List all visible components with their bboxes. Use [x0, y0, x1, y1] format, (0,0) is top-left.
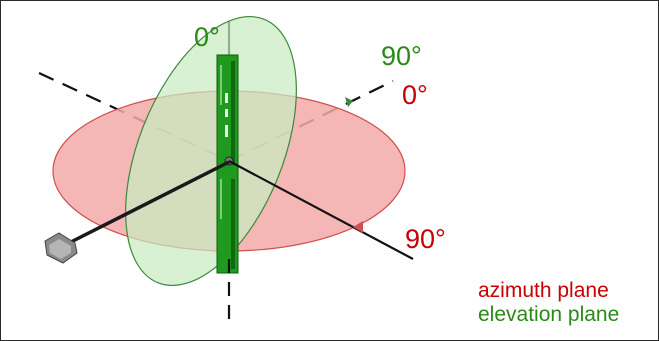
azimuth-zero-label: 0°	[402, 80, 428, 110]
elevation-plane	[125, 16, 297, 286]
azimuth-axis-front	[228, 160, 414, 260]
legend-azimuth: azimuth plane	[478, 279, 609, 302]
coax-cable	[62, 160, 230, 248]
elevation-zero-label: 0°	[194, 22, 220, 52]
azimuth-ninety-label: 90°	[405, 224, 446, 254]
sma-connector-icon	[44, 232, 78, 264]
elevation-ninety-label: 90°	[381, 41, 422, 71]
legend-elevation: elevation plane	[478, 303, 620, 326]
elevation-arrow-icon	[345, 97, 353, 107]
azimuth-arrow-icon	[353, 221, 363, 233]
